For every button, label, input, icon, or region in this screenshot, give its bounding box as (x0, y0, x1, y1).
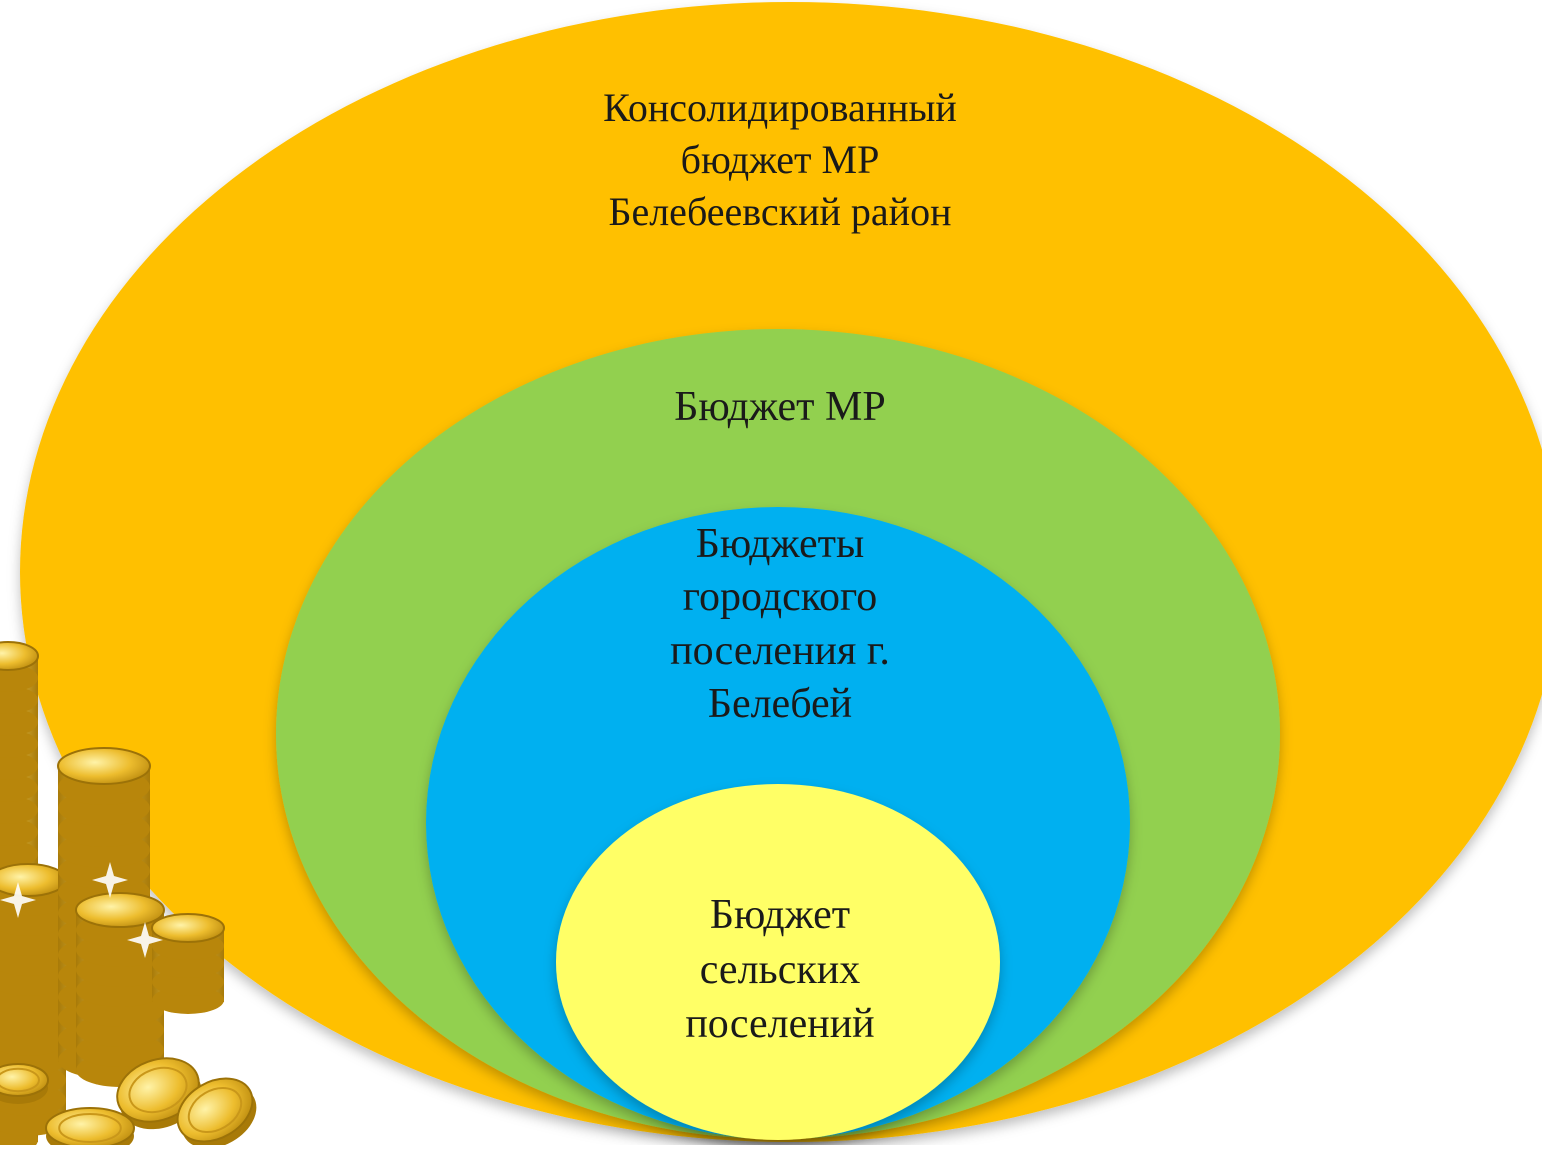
gold-coins-stack-icon (0, 641, 257, 1150)
label-rural-settlements-budget: Бюджет сельских поселений (685, 892, 875, 1048)
label-town-settlement-budgets: Бюджеты городского поселения г. Белебей (670, 521, 890, 727)
inner-ellipse-rural-budget (556, 784, 1000, 1140)
label-consolidated-budget: Консолидированный бюджет МР Белебеевский… (603, 85, 957, 234)
label-mr-budget: Бюджет МР (674, 384, 886, 430)
